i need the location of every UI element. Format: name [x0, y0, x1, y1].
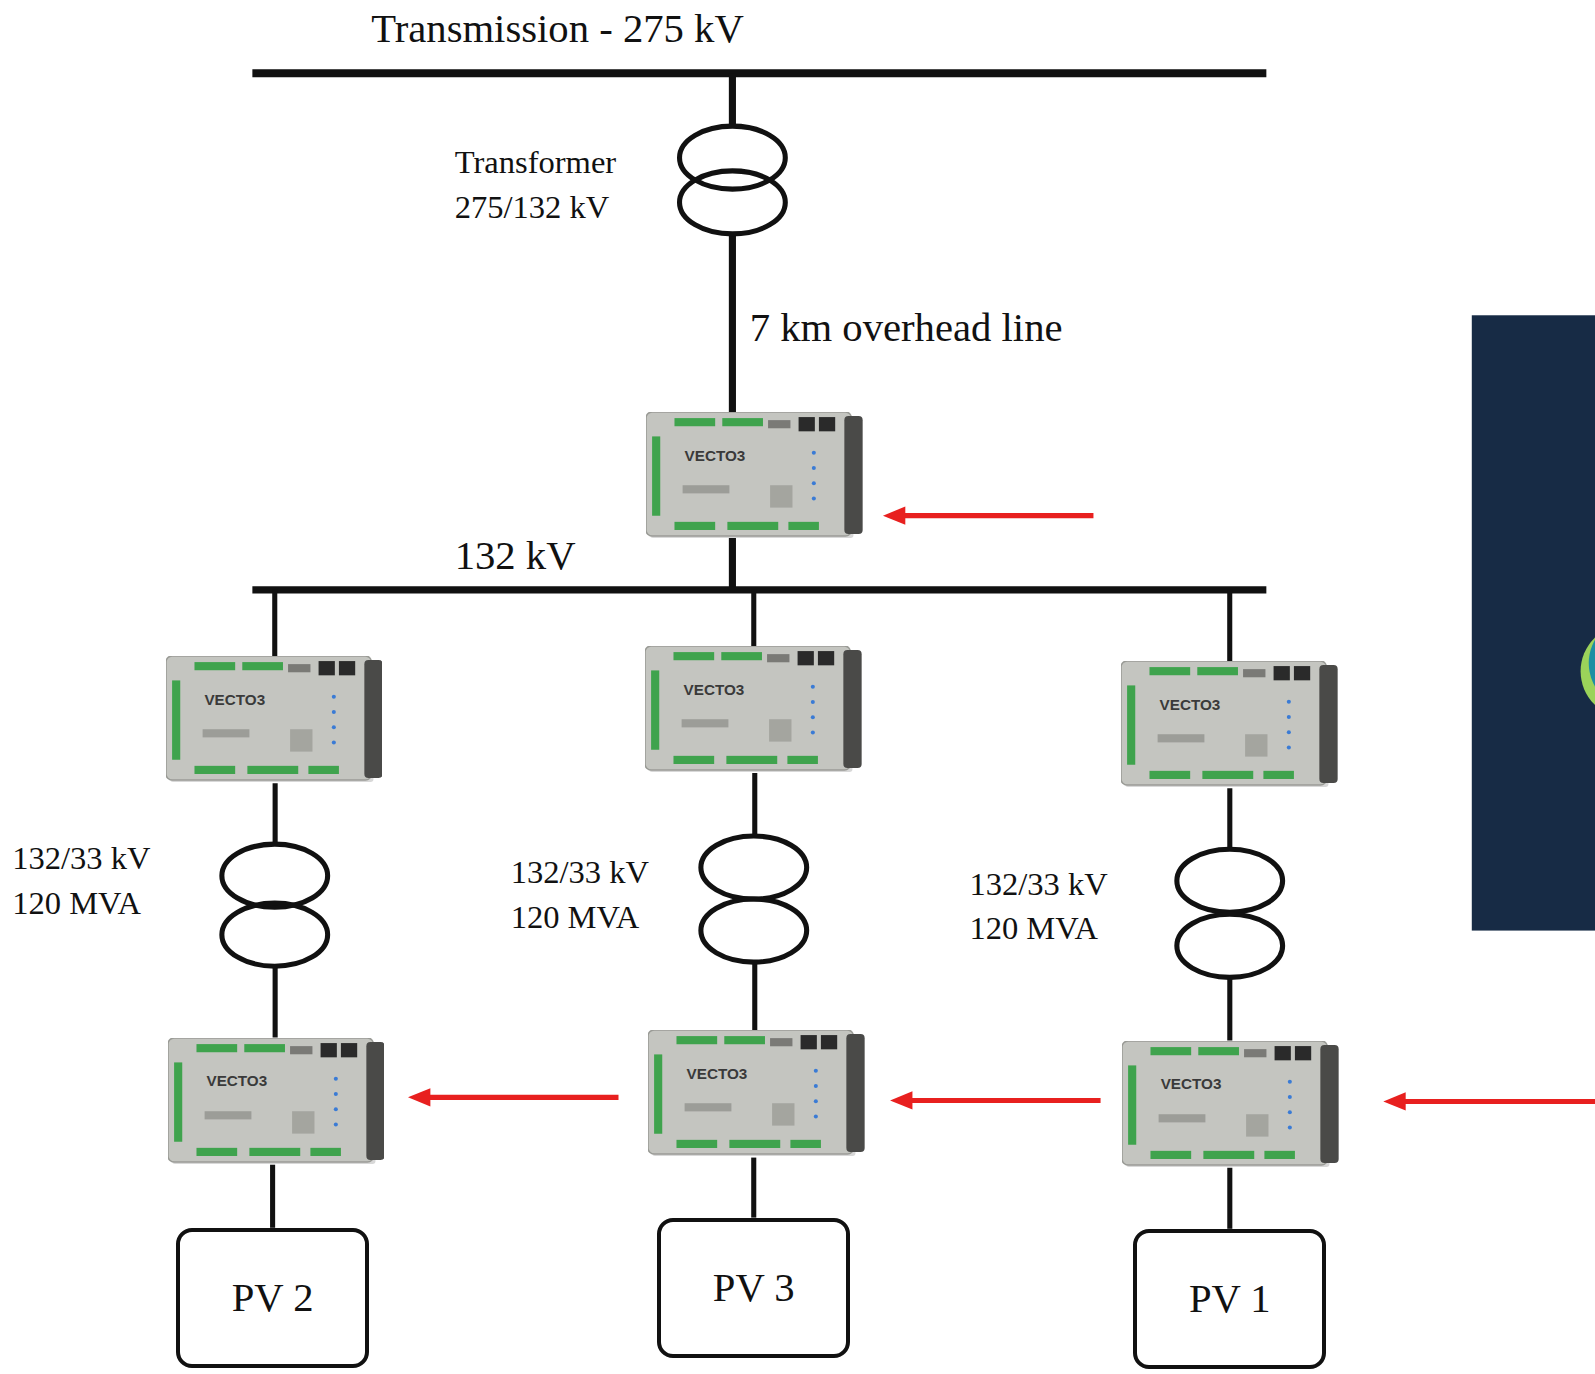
monitor-device: VECTO3: [166, 656, 383, 783]
pv-label: PV 1: [1189, 1275, 1271, 1322]
pv-box: PV 2: [176, 1228, 369, 1368]
pv-label: PV 2: [232, 1274, 314, 1321]
device-logo: VECTO3: [1160, 696, 1221, 713]
device-illustration: [166, 656, 383, 783]
monitor-device: VECTO3: [646, 412, 863, 539]
diagram-label: 132/33 kV 120 MVA: [969, 862, 1152, 952]
device-illustration: [1121, 661, 1338, 788]
connector-line: [270, 1165, 275, 1228]
monitor-device: VECTO3: [168, 1038, 385, 1165]
device-illustration: [646, 412, 863, 539]
device-illustration: [645, 646, 862, 773]
diagram-label: Transformer 275/132 kV: [455, 140, 658, 230]
diagram-label: Transmission - 275 kV: [371, 6, 744, 53]
device-logo: VECTO3: [206, 1072, 267, 1089]
monitor-device: VECTO3: [648, 1030, 865, 1157]
device-logo: VECTO3: [685, 447, 746, 464]
pv-label: PV 3: [713, 1264, 795, 1311]
device-logo: VECTO3: [684, 681, 745, 698]
device-illustration: [168, 1038, 385, 1165]
connector-line: [751, 1158, 756, 1218]
pv-box: PV 3: [657, 1218, 850, 1358]
device-logo: VECTO3: [1161, 1075, 1222, 1092]
device-illustration: [648, 1030, 865, 1157]
connector-line: [1227, 1168, 1232, 1229]
monitor-device: VECTO3: [1122, 1041, 1339, 1168]
monitor-device: VECTO3: [1121, 661, 1338, 788]
monitor-device: VECTO3: [645, 646, 862, 773]
diagram-label: 132 kV: [455, 533, 576, 580]
diagram-label: 132/33 kV 120 MVA: [511, 850, 694, 940]
diagram-label: 7 km overhead line: [750, 305, 1063, 352]
device-illustration: [1122, 1041, 1339, 1168]
device-logo: VECTO3: [204, 691, 265, 708]
device-logo: VECTO3: [687, 1065, 748, 1082]
diagram-label: 132/33 kV 120 MVA: [12, 836, 195, 926]
pv-box: PV 1: [1133, 1229, 1326, 1369]
